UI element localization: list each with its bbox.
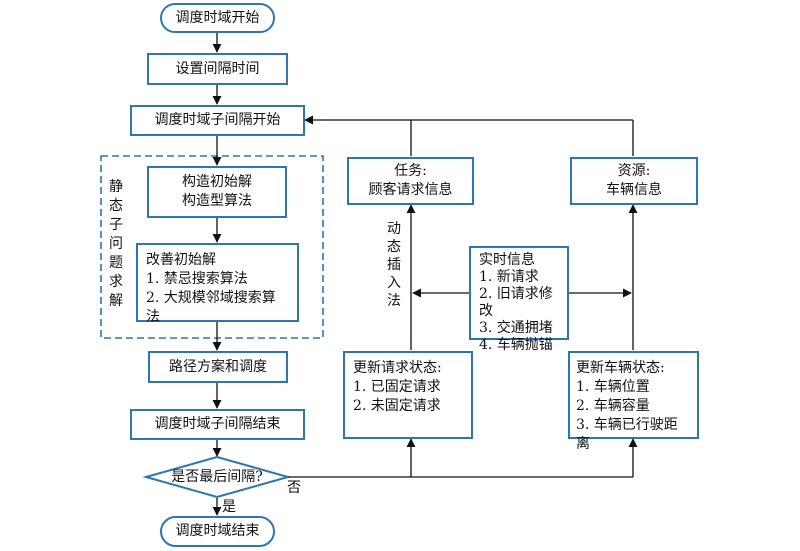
start-label: 调度时域开始 — [175, 9, 260, 26]
set-interval-node: 设置间隔时间 — [147, 53, 288, 85]
improve-line-2: 1. 禁忌搜索算法 — [146, 271, 248, 287]
construct-node: 构造初始解 构造型算法 — [147, 166, 287, 218]
realtime-line-5: 4. 车辆抛锚 — [479, 337, 553, 353]
update-request-line-3: 2. 未固定请求 — [353, 398, 441, 414]
static-char-4: 问 — [109, 236, 123, 252]
static-char-3: 子 — [109, 217, 123, 233]
resource-node: 资源: 车辆信息 — [570, 157, 698, 205]
realtime-line-4: 3. 交通拥堵 — [479, 320, 553, 336]
update-vehicle-line-1: 更新车辆状态: — [576, 360, 665, 376]
update-request-line-1: 更新请求状态: — [353, 360, 442, 376]
realtime-line-1: 实时信息 — [479, 252, 535, 268]
resource-line-2: 车辆信息 — [606, 182, 662, 198]
static-char-6: 求 — [109, 274, 123, 290]
sub-start-label: 调度时域子间隔开始 — [154, 112, 281, 128]
realtime-line-3: 2. 旧请求修改 — [479, 286, 553, 319]
sub-start-node: 调度时域子间隔开始 — [130, 105, 305, 136]
dynamic-char-4: 入 — [387, 275, 401, 291]
dynamic-char-3: 插 — [387, 257, 401, 273]
update-request-line-2: 1. 已固定请求 — [353, 379, 441, 395]
improve-node: 改善初始解 1. 禁忌搜索算法 2. 大规模邻域搜索算法 — [136, 243, 299, 325]
construct-line-1: 构造初始解 — [182, 174, 252, 190]
improve-line-1: 改善初始解 — [146, 252, 216, 268]
update-request-node: 更新请求状态: 1. 已固定请求 2. 未固定请求 — [343, 351, 473, 439]
dynamic-char-5: 法 — [387, 293, 401, 309]
route-label: 路径方案和调度 — [169, 358, 267, 375]
decision-diamond — [142, 455, 292, 499]
construct-line-2: 构造型算法 — [182, 193, 252, 209]
set-interval-label: 设置间隔时间 — [175, 60, 260, 77]
task-node: 任务: 顾客请求信息 — [347, 157, 474, 205]
realtime-node: 实时信息 1. 新请求 2. 旧请求修改 3. 交通拥堵 4. 车辆抛锚 — [469, 246, 569, 353]
decision-label: 是否最后间隔? — [171, 469, 263, 485]
static-group-frame — [100, 155, 324, 339]
static-char-5: 题 — [109, 255, 123, 271]
sub-end-node: 调度时域子间隔结束 — [130, 409, 305, 440]
static-char-7: 解 — [109, 293, 123, 309]
task-line-1: 任务: — [394, 163, 427, 179]
resource-line-1: 资源: — [617, 163, 651, 179]
static-char-2: 态 — [109, 198, 123, 214]
static-char-1: 静 — [109, 179, 123, 195]
realtime-line-2: 1. 新请求 — [479, 269, 539, 285]
improve-line-3: 2. 大规模邻域搜索算法 — [146, 290, 276, 325]
static-group-label: 静 态 子 问 题 求 解 — [108, 178, 124, 311]
dynamic-insert-label: 动 态 插 入 法 — [386, 220, 402, 310]
route-node: 路径方案和调度 — [148, 351, 288, 383]
update-vehicle-line-3: 2. 车辆容量 — [576, 398, 650, 414]
yes-label: 是 — [222, 499, 236, 515]
update-vehicle-line-4: 3. 车辆已行驶距离 — [576, 417, 678, 452]
sub-end-label: 调度时域子间隔结束 — [154, 416, 281, 432]
update-vehicle-node: 更新车辆状态: 1. 车辆位置 2. 车辆容量 3. 车辆已行驶距离 — [568, 351, 699, 452]
task-line-2: 顾客请求信息 — [368, 182, 453, 198]
end-label: 调度时域结束 — [175, 523, 260, 539]
dynamic-char-1: 动 — [387, 221, 401, 237]
dynamic-char-2: 态 — [387, 239, 401, 255]
update-vehicle-line-2: 1. 车辆位置 — [576, 379, 650, 395]
start-node: 调度时域开始 — [160, 3, 275, 33]
no-label: 否 — [287, 480, 301, 496]
end-node: 调度时域结束 — [160, 516, 275, 547]
